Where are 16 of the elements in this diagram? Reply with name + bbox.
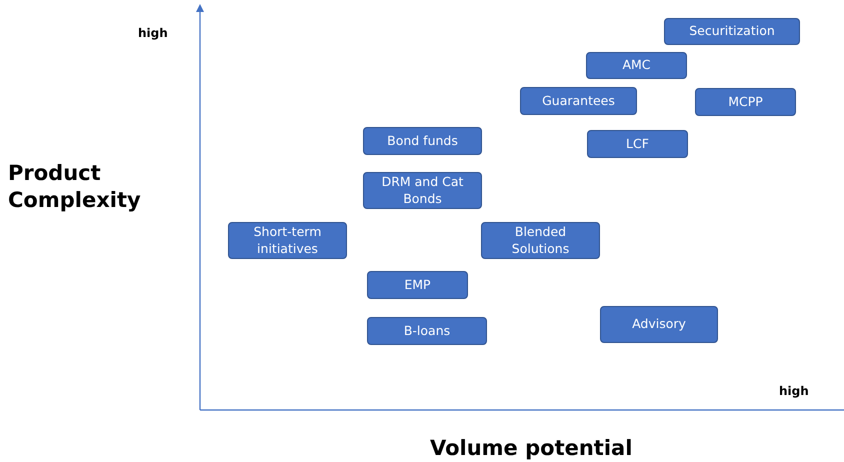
category-box: Short-term initiatives (228, 222, 347, 259)
category-box: LCF (587, 130, 688, 158)
category-box: Advisory (600, 306, 718, 343)
axis-title: Volume potential (430, 435, 632, 462)
category-box: DRM and Cat Bonds (363, 172, 482, 209)
category-box: Guarantees (520, 87, 637, 115)
category-box: EMP (367, 271, 468, 299)
axis-title: Product Complexity (8, 160, 142, 214)
axis-tick-label: high (779, 384, 809, 400)
category-box: MCPP (695, 88, 796, 116)
category-box: Bond funds (363, 127, 482, 155)
axis-tick-label: high (138, 26, 168, 42)
category-box: Blended Solutions (481, 222, 600, 259)
category-box: AMC (586, 52, 687, 79)
category-box: B-loans (367, 317, 487, 345)
category-box: Securitization (664, 18, 800, 45)
